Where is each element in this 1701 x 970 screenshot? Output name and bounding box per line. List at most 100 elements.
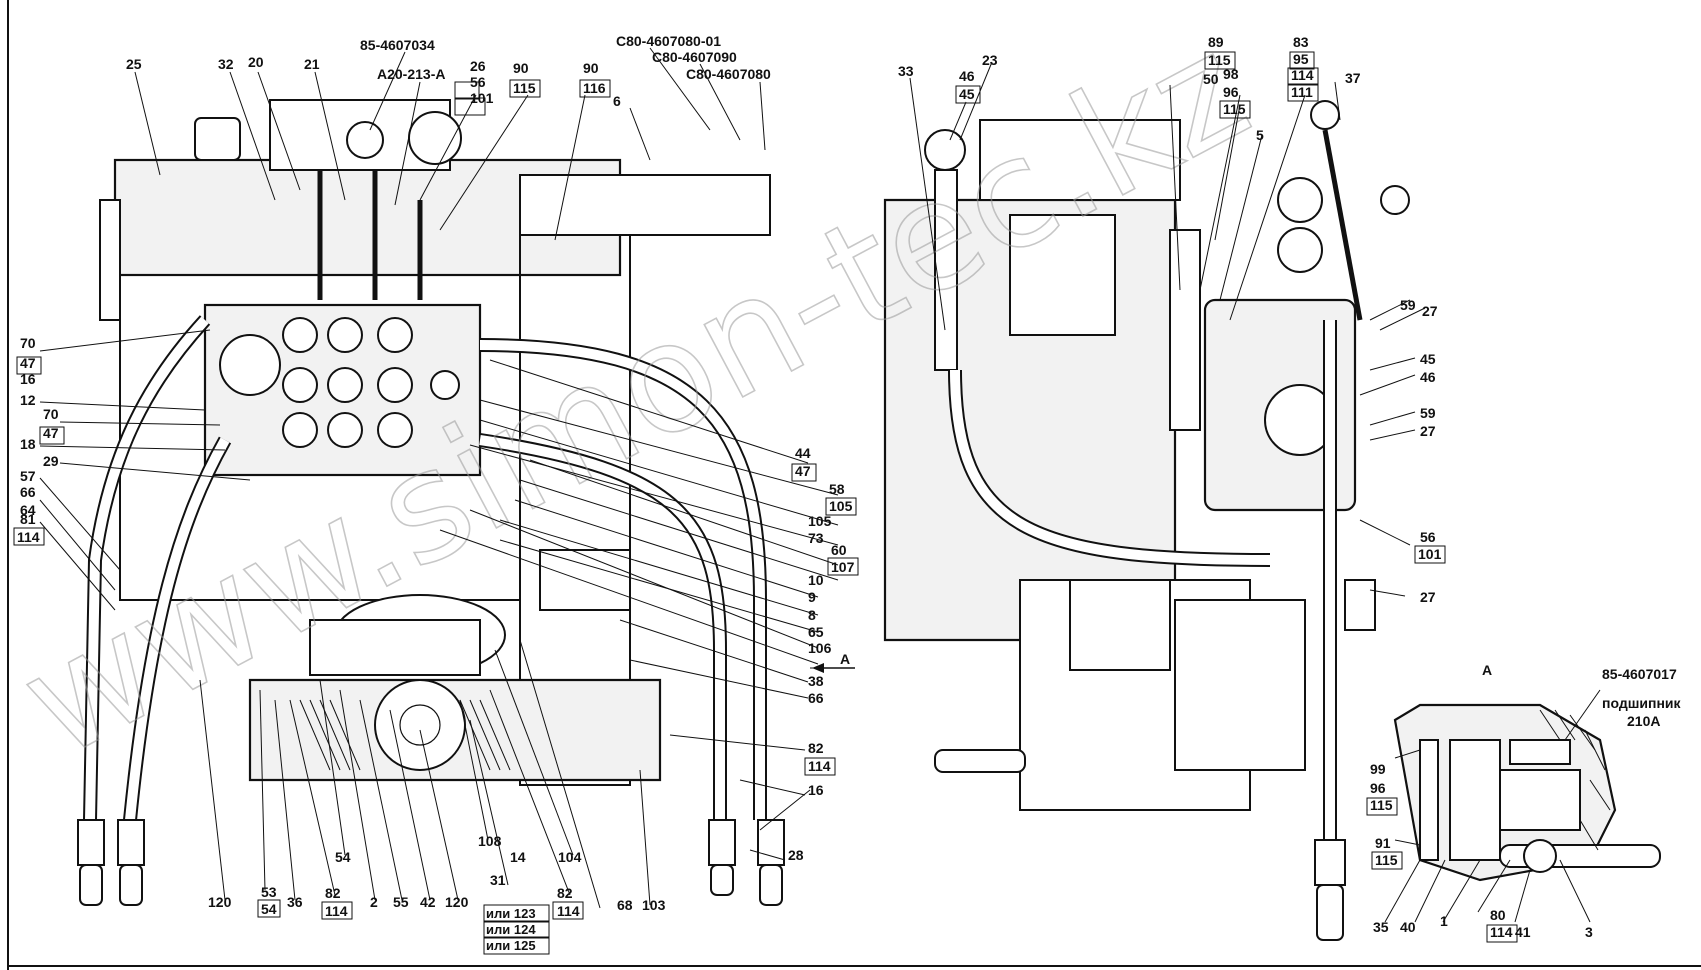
port-8 (327, 412, 363, 448)
cylinder (309, 619, 481, 676)
bevel-gear (374, 679, 466, 771)
label-82c: 82 (557, 885, 573, 901)
label-31: 31 (490, 872, 506, 888)
label-33: 33 (898, 63, 914, 79)
nameplate (1009, 214, 1116, 336)
label-46a: 46 (959, 68, 975, 84)
support-plate (519, 234, 631, 786)
label-9: 9 (808, 589, 816, 605)
port-10 (430, 370, 460, 400)
section-bearing (1449, 739, 1501, 861)
view-a-arrow (812, 663, 855, 673)
label-53: 53 (261, 884, 277, 900)
bracket (1174, 599, 1306, 771)
label-bearing-210a: 210A (1627, 713, 1660, 729)
label-8: 8 (808, 607, 816, 623)
view-a-detail (1393, 703, 1661, 882)
label-114d: 114 (557, 903, 580, 919)
label-47b: 47 (43, 425, 59, 441)
label-82b: 82 (325, 885, 341, 901)
label-28: 28 (788, 847, 804, 863)
label-89: 89 (1208, 34, 1224, 50)
vertical-pipe (934, 169, 958, 371)
lever-knob (1310, 100, 1340, 130)
label-57: 57 (20, 468, 36, 484)
label-83: 83 (1293, 34, 1309, 50)
side-fitting (1344, 579, 1376, 631)
label-56b: 56 (1420, 529, 1436, 545)
label-85-4607017: 85-4607017 (1602, 666, 1677, 682)
label-73: 73 (808, 530, 824, 546)
label-64: 64 (20, 502, 36, 518)
label-6: 6 (613, 93, 621, 109)
label-80: 80 (1490, 907, 1506, 923)
label-66a: 66 (20, 484, 36, 500)
label-47c: 47 (795, 463, 811, 479)
label-21: 21 (304, 56, 320, 72)
fitting-2 (117, 819, 145, 866)
label-105b: 105 (808, 513, 832, 529)
distributor-cap (219, 334, 281, 396)
section-hatching (1539, 709, 1611, 851)
label-1: 1 (1440, 913, 1448, 929)
label-45a: 45 (959, 86, 975, 102)
linkage-pivot-1 (1277, 177, 1323, 223)
section-pin (1523, 839, 1557, 873)
label-32: 32 (218, 56, 234, 72)
label-70b: 70 (43, 406, 59, 422)
label-23: 23 (982, 52, 998, 68)
section-cover (1419, 739, 1439, 861)
hose-end-3 (710, 864, 734, 896)
hose-end-4 (759, 864, 783, 906)
label-91: 91 (1375, 835, 1391, 851)
label-114e: 114 (1291, 67, 1314, 83)
label-view-a-arrow: A (840, 651, 850, 667)
label-101b: 101 (1418, 546, 1442, 562)
label-a20-213-a: A20-213-A (377, 66, 445, 82)
label-56-top: 56 (470, 74, 486, 90)
drive-hose-end (1316, 884, 1344, 941)
fitting-1 (77, 819, 105, 866)
label-42: 42 (420, 894, 436, 910)
label-boxes (13, 51, 1518, 955)
label-41: 41 (1515, 924, 1531, 940)
label-27c: 27 (1420, 589, 1436, 605)
label-99: 99 (1370, 761, 1386, 777)
label-90a: 90 (513, 60, 529, 76)
label-101-top: 101 (470, 90, 494, 106)
label-70a: 70 (20, 335, 36, 351)
right-assembly (883, 100, 1410, 941)
inspection-cover (539, 549, 631, 611)
label-90b: 90 (583, 60, 599, 76)
label-104: 104 (558, 849, 582, 865)
label-95: 95 (1293, 51, 1309, 67)
top-mechanism (979, 119, 1181, 201)
label-103: 103 (642, 897, 666, 913)
label-120a: 120 (208, 894, 232, 910)
port-6 (377, 367, 413, 403)
label-108: 108 (478, 833, 502, 849)
label-44: 44 (795, 445, 811, 461)
label-27b: 27 (1420, 423, 1436, 439)
label-60: 60 (831, 542, 847, 558)
bearing-210a (1509, 739, 1571, 765)
port-1 (282, 317, 318, 353)
label-3: 3 (1585, 924, 1593, 940)
label-115d: 115 (1370, 797, 1393, 813)
handle-left (934, 749, 1026, 773)
port-2 (327, 317, 363, 353)
label-c80-4607080-01: C80-4607080-01 (616, 33, 721, 49)
label-40: 40 (1400, 919, 1416, 935)
label-116: 116 (583, 80, 606, 96)
label-view-a-title: A (1482, 662, 1492, 678)
label-2: 2 (370, 894, 378, 910)
label-54a: 54 (261, 901, 277, 917)
label-114c: 114 (325, 903, 348, 919)
label-c80-4607080: C80-4607080 (686, 66, 771, 82)
label-36: 36 (287, 894, 303, 910)
linkage-pivot-3 (1380, 185, 1410, 215)
label-96b: 96 (1370, 780, 1386, 796)
hatching-left (299, 699, 511, 771)
